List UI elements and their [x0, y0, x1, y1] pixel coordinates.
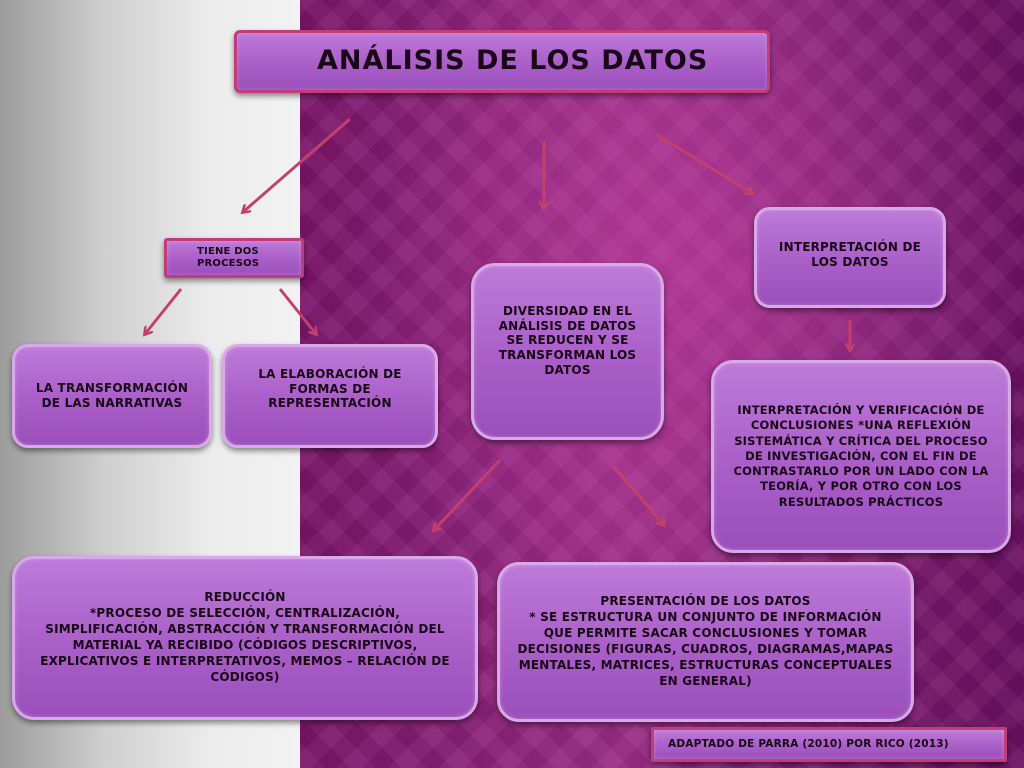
presentation-node: Presentación de los datos * Se estructur…	[497, 562, 914, 722]
diversity-text: Diversidad en el análisis de datos se re…	[498, 304, 637, 377]
credit-box: Adaptado de Parra (2010) por Rico (2013)	[651, 727, 1007, 762]
arrow-title-to-interpretacion	[656, 133, 752, 193]
arrow-procesos-to-elaboracion	[278, 288, 316, 334]
reduction-title: Reducción	[204, 590, 286, 605]
arrow-diversidad-to-reduccion	[434, 458, 502, 530]
transformation-node: La transformación de las narrativas	[12, 344, 212, 448]
diagram-title-text: Análisis de los datos	[317, 45, 709, 77]
interpretation-title-text: Interpretación de los datos	[778, 240, 922, 269]
interpretation-detail-node: Interpretación y verificación de conclus…	[711, 360, 1011, 553]
arrow-procesos-to-transformacion	[145, 288, 183, 334]
presentation-detail: * Se estructura un conjunto de informaci…	[517, 610, 894, 688]
presentation-title: Presentación de los datos	[600, 594, 811, 609]
processes-node: Tiene dos procesos	[164, 238, 304, 278]
interpretation-detail-text: Interpretación y verificación de conclus…	[733, 403, 989, 509]
diagram-title: Análisis de los datos	[234, 30, 770, 93]
transformation-text: La transformación de las narrativas	[35, 381, 189, 410]
interpretation-node: Interpretación de los datos	[754, 207, 946, 308]
arrow-title-to-procesos	[243, 117, 351, 212]
processes-label: Tiene dos procesos	[197, 245, 260, 269]
arrow-diversidad-to-presentacion	[611, 465, 664, 525]
reduction-node: Reducción *Proceso de selección, central…	[12, 556, 478, 720]
reduction-detail: *Proceso de selección, centralización, s…	[40, 606, 450, 684]
diversity-node: Diversidad en el análisis de datos se re…	[471, 263, 664, 440]
elaboration-node: La elaboración de formas de representaci…	[222, 344, 438, 448]
elaboration-text: La elaboración de formas de representaci…	[258, 367, 402, 411]
credit-text: Adaptado de Parra (2010) por Rico (2013)	[668, 738, 949, 751]
